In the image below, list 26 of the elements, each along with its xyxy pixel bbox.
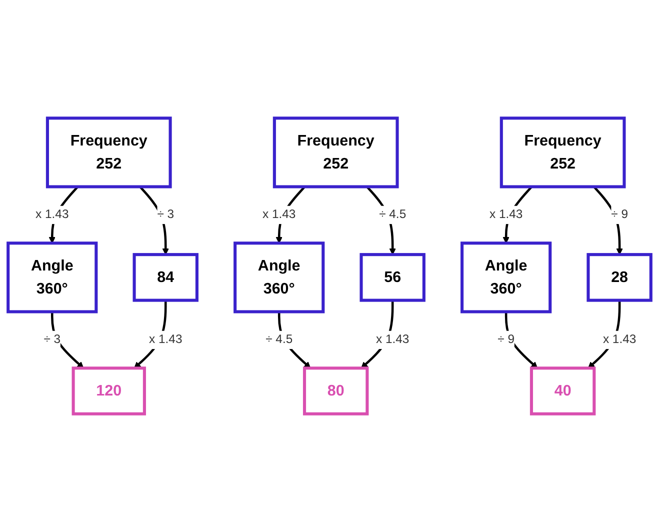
edge-label: x 1.43	[376, 333, 410, 346]
edge-label: ÷ 4.5	[266, 333, 293, 346]
node-box: Frequency 252	[272, 116, 399, 188]
node-box: 28	[586, 253, 652, 302]
arrow	[504, 312, 538, 368]
edge-label: x 1.43	[36, 208, 69, 222]
edge-label: x 1.43	[602, 333, 636, 346]
edge-label: ÷ 4.5	[379, 208, 406, 222]
node-box: Angle 360°	[234, 242, 325, 314]
node-box: Frequency 252	[500, 116, 626, 188]
edge-label: ÷ 9	[498, 333, 515, 346]
edge-label: ÷ 9	[611, 208, 628, 222]
node-box: Angle 360°	[460, 242, 552, 314]
edge-label: x 1.43	[149, 333, 182, 346]
node-box: 80	[302, 366, 369, 416]
node-box: Angle 360°	[6, 242, 98, 314]
edge-label: ÷ 3	[157, 208, 174, 222]
node-box: 120	[72, 366, 146, 416]
edge-label: ÷ 3	[44, 333, 61, 346]
node-box: 84	[132, 253, 198, 302]
edge-label: x 1.43	[262, 208, 296, 222]
node-box: Frequency 252	[46, 116, 172, 188]
edge-label: x 1.43	[489, 208, 523, 222]
arrow	[51, 312, 84, 368]
node-box: 40	[530, 366, 596, 416]
node-box: 56	[360, 253, 426, 302]
